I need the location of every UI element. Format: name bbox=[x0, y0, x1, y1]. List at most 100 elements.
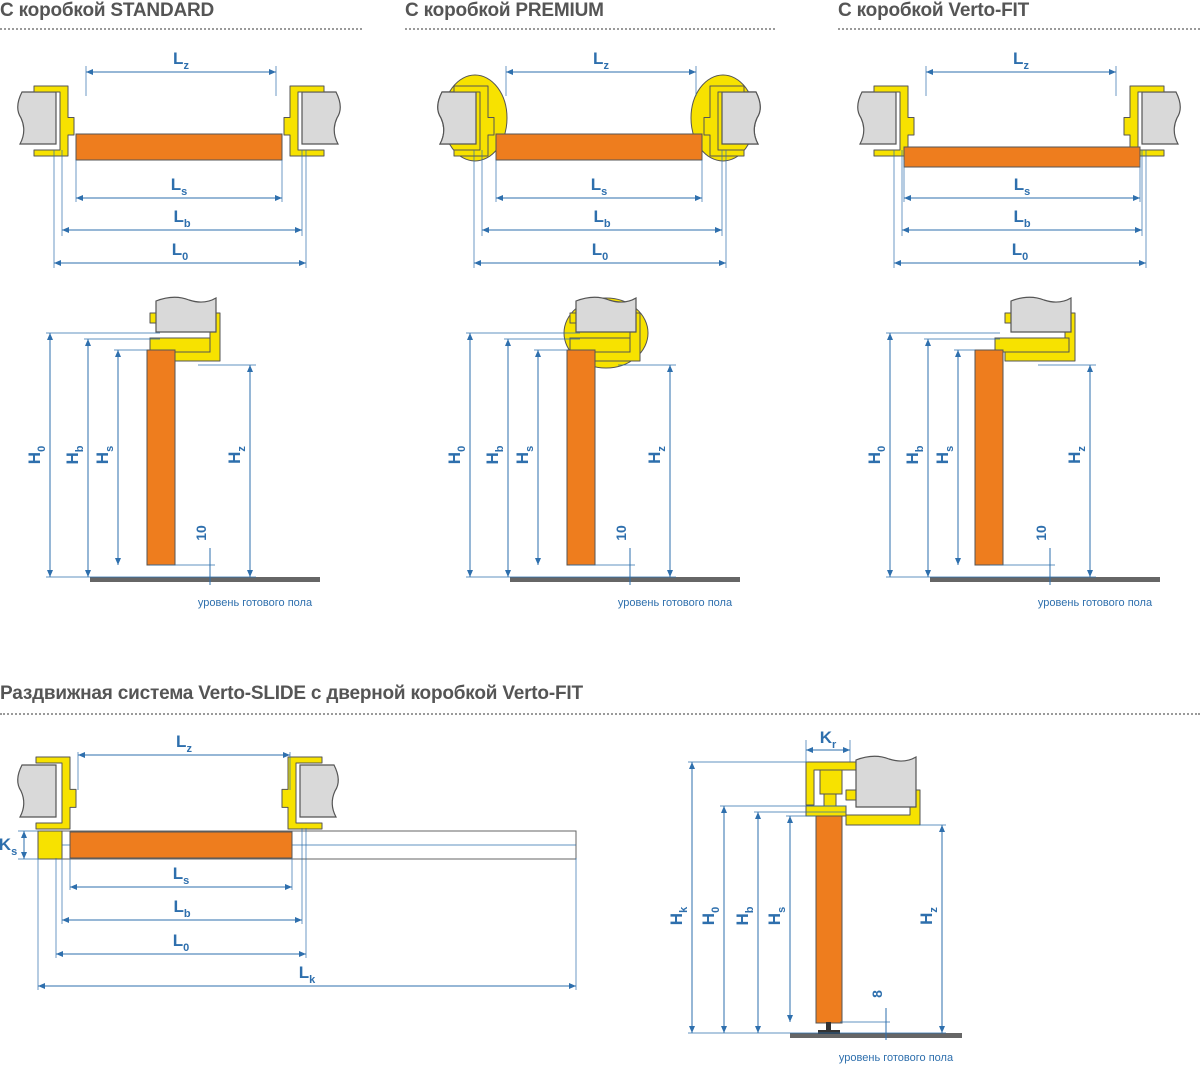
slide-elev-floor-guide-stem bbox=[826, 1022, 831, 1033]
elev-vertofit-label-h0: H0 bbox=[865, 446, 888, 464]
slide-plan-dim-lz-arrow-right bbox=[283, 752, 290, 758]
slide-plan-wall-left bbox=[17, 764, 57, 818]
elev-premium-dim-hs-arrow-top bbox=[535, 350, 541, 357]
slide-plan-dim-lz-arrow-left bbox=[78, 752, 85, 758]
plan-standard-wall-right bbox=[301, 91, 341, 145]
plan-standard-dim-lb-arrow-right bbox=[295, 227, 302, 233]
plan-vertofit-label-ls-main: L bbox=[1014, 175, 1024, 194]
slide-plan-label-l0-main: L bbox=[173, 931, 183, 950]
plan-standard-dim-l0-arrow-right bbox=[299, 260, 306, 266]
plan-premium-dim-l0-arrow-left bbox=[474, 260, 481, 266]
slide-elev-label-h0: H0 bbox=[699, 907, 722, 925]
plan-vertofit-dim-lb-arrow-right bbox=[1135, 227, 1142, 233]
elev-standard-floor-label: уровень готового пола bbox=[198, 597, 313, 609]
divider-premium bbox=[405, 28, 775, 30]
elev-premium-label-h0-main: H bbox=[445, 452, 464, 464]
slide-elev-dim-hb-arrow-bottom bbox=[755, 1026, 761, 1033]
plan-standard-label-lb-main: L bbox=[173, 207, 183, 226]
slide-elev-dim-hz-arrow-top bbox=[939, 825, 945, 832]
plan-premium-label-lz: Lz bbox=[593, 49, 609, 72]
elev-vertofit-label-hz-main: H bbox=[1065, 452, 1084, 464]
elev-premium-label-h0-sub: 0 bbox=[456, 446, 468, 452]
plan-premium-label-ls: Ls bbox=[591, 175, 608, 198]
elev-premium-label-gap: 10 bbox=[613, 525, 629, 541]
plan-premium-dim-lz-arrow-right bbox=[689, 69, 696, 75]
elev-premium-dim-h0-arrow-bottom bbox=[467, 570, 473, 577]
elev-standard-dim-hz-arrow-bottom bbox=[247, 570, 253, 577]
slide-elev-label-gap: 8 bbox=[869, 990, 885, 998]
elev-vertofit-label-hz: Hz bbox=[1065, 446, 1088, 464]
heading-slide: Раздвижная система Verto-SLIDE с дверной… bbox=[0, 683, 583, 704]
slide-plan-dim-ks-arrow-top bbox=[21, 831, 27, 838]
plan-standard-dim-ls-arrow-right bbox=[275, 195, 282, 201]
slide-elev-label-kr: Kr bbox=[820, 728, 837, 751]
plan-vertofit-wall-left bbox=[857, 91, 897, 145]
elev-vertofit-label-hs: Hs bbox=[933, 446, 956, 464]
heading-premium: С коробкой PREMIUM bbox=[405, 0, 604, 21]
elev-vertofit-label-gap: 10 bbox=[1033, 525, 1049, 541]
plan-premium-dim-lz-arrow-left bbox=[506, 69, 513, 75]
slide-plan-label-ks: Ks bbox=[0, 835, 17, 858]
slide-elev-dim-h0-arrow-bottom bbox=[721, 1026, 727, 1033]
elev-premium-label-hs: Hs bbox=[513, 446, 536, 464]
plan-premium-frame-right bbox=[703, 85, 745, 157]
plan-vertofit-dim-ls-arrow-right bbox=[1133, 195, 1140, 201]
plan-standard-label-l0-main: L bbox=[172, 240, 182, 259]
plan-vertofit-dim-l0-arrow-left bbox=[894, 260, 901, 266]
elev-vertofit-dim-hz-arrow-top bbox=[1087, 365, 1093, 372]
slide-elev-label-kr-sub: r bbox=[832, 739, 837, 751]
plan-premium-dim-ls-arrow-left bbox=[496, 195, 503, 201]
elev-premium-label-hs-main: H bbox=[513, 452, 532, 464]
slide-elev-dim-hk-arrow-top bbox=[689, 762, 695, 769]
elev-standard-dim-hs-arrow-top bbox=[115, 350, 121, 357]
elev-premium-dim-hz-arrow-top bbox=[667, 365, 673, 372]
plan-vertofit-dim-lb-arrow-left bbox=[902, 227, 909, 233]
plan-vertofit-dim-ls-arrow-left bbox=[904, 195, 911, 201]
plan-standard-dim-lz-arrow-left bbox=[86, 69, 93, 75]
elev-standard-label-hb-main: H bbox=[63, 452, 82, 464]
slide-elev-label-hb-main: H bbox=[733, 913, 752, 925]
plan-standard-label-lb: Lb bbox=[173, 207, 190, 230]
slide-plan-dim-lb-arrow-right bbox=[295, 917, 302, 923]
plan-standard-dim-ls-arrow-left bbox=[76, 195, 83, 201]
plan-premium-label-ls-sub: s bbox=[601, 186, 607, 198]
plan-vertofit-door-leaf bbox=[903, 146, 1141, 168]
slide-elev-frame-lip bbox=[805, 805, 847, 817]
slide-plan-label-lz: Lz bbox=[176, 732, 192, 755]
plan-vertofit-dim-lz-arrow-right bbox=[1109, 69, 1116, 75]
slide-plan-dim-ks-arrow-bottom bbox=[21, 852, 27, 859]
elev-premium-label-hb-main: H bbox=[483, 452, 502, 464]
plan-premium-label-lb: Lb bbox=[593, 207, 610, 230]
elev-vertofit-door-leaf bbox=[974, 349, 1004, 566]
elev-vertofit-label-h0-main: H bbox=[865, 452, 884, 464]
elev-premium-frame-lip bbox=[569, 337, 631, 353]
elev-standard-label-hz: Hz bbox=[225, 446, 248, 464]
plan-standard-label-ls-sub: s bbox=[181, 186, 187, 198]
elev-standard-label-hs-main: H bbox=[93, 452, 112, 464]
plan-standard-label-lb-sub: b bbox=[184, 218, 191, 230]
slide-elev-dim-hz-arrow-bottom bbox=[939, 1026, 945, 1033]
slide-plan-dim-ls-arrow-left bbox=[70, 884, 77, 890]
slide-elev-label-hb: Hb bbox=[733, 906, 756, 925]
elev-standard-dim-hz-arrow-top bbox=[247, 365, 253, 372]
slide-plan-label-l0-sub: 0 bbox=[183, 942, 189, 954]
slide-elev-label-hz-sub: z bbox=[928, 907, 940, 913]
slide-elev-dim-kr-arrow-right bbox=[843, 747, 850, 753]
elev-premium-label-hz-sub: z bbox=[656, 446, 668, 452]
elev-vertofit-label-hz-sub: z bbox=[1076, 446, 1088, 452]
elev-standard-label-hb: Hb bbox=[63, 445, 86, 464]
elev-vertofit-label-hb-sub: b bbox=[914, 445, 926, 452]
slide-plan-label-l0: L0 bbox=[173, 931, 190, 954]
slide-elev-dim-kr-arrow-left bbox=[806, 747, 813, 753]
slide-elev-dim-hb-arrow-top bbox=[755, 812, 761, 819]
plan-vertofit-wall-right bbox=[1141, 91, 1181, 145]
plan-premium-label-l0-sub: 0 bbox=[602, 251, 608, 263]
plan-vertofit-label-l0: L0 bbox=[1012, 240, 1029, 263]
plan-standard-dim-lb-arrow-left bbox=[62, 227, 69, 233]
slide-elev-door-leaf bbox=[815, 815, 843, 1024]
elev-vertofit-dim-h0-arrow-bottom bbox=[887, 570, 893, 577]
plan-standard-label-lz-main: L bbox=[173, 49, 183, 68]
plan-standard-label-ls-main: L bbox=[171, 175, 181, 194]
plan-standard-label-lz-sub: z bbox=[183, 60, 189, 72]
